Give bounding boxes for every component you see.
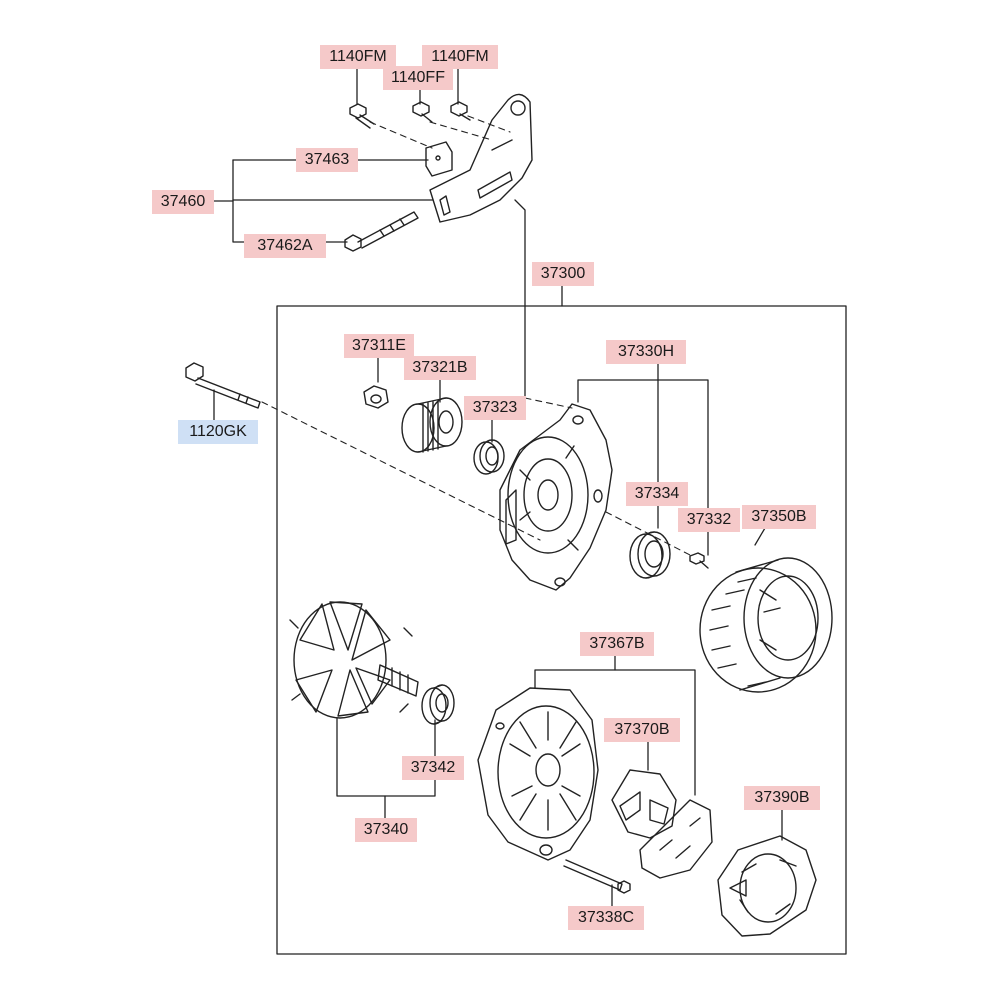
bolt-1140fm-right-part	[450, 101, 471, 121]
label-37390b[interactable]: 37390B	[744, 786, 820, 810]
bearing-37342-part	[421, 684, 455, 725]
mounting-bracket-part	[425, 93, 533, 223]
pulley-37321b-part	[401, 397, 463, 453]
label-1120gk[interactable]: 1120GK	[178, 420, 258, 444]
bolt-1140ff-part	[412, 101, 433, 123]
label-1140fm-left[interactable]: 1140FM	[320, 45, 396, 69]
label-37462a[interactable]: 37462A	[244, 234, 326, 258]
alignment-dashes	[261, 115, 693, 557]
label-1140ff[interactable]: 1140FF	[383, 66, 453, 90]
bearing-37334-part	[629, 531, 671, 579]
label-37342[interactable]: 37342	[402, 756, 464, 780]
label-37350b[interactable]: 37350B	[742, 505, 816, 529]
leader-lines	[212, 66, 847, 955]
label-37332[interactable]: 37332	[678, 508, 740, 532]
label-1140fm-right[interactable]: 1140FM	[422, 45, 498, 69]
label-37323[interactable]: 37323	[464, 396, 526, 420]
label-37330h[interactable]: 37330H	[606, 340, 686, 364]
label-37300[interactable]: 37300	[532, 262, 594, 286]
label-37370b[interactable]: 37370B	[604, 718, 680, 742]
label-37321b[interactable]: 37321B	[404, 356, 476, 380]
bolt-37462a-part	[344, 211, 419, 252]
front-bracket-37330h-part	[499, 403, 613, 591]
label-37367b[interactable]: 37367B	[580, 632, 654, 656]
label-37338c[interactable]: 37338C	[568, 906, 644, 930]
label-37460[interactable]: 37460	[152, 190, 214, 214]
label-37311e[interactable]: 37311E	[344, 334, 414, 358]
regulator-37370b-part	[611, 769, 713, 879]
rotor-37340-part	[289, 601, 419, 719]
screw-37332-part	[689, 552, 709, 569]
label-37463[interactable]: 37463	[296, 148, 358, 172]
stator-37350b-part	[699, 557, 833, 693]
bolt-1120gk-part	[185, 362, 261, 409]
label-37334[interactable]: 37334	[626, 482, 688, 506]
label-37340[interactable]: 37340	[355, 818, 417, 842]
nut-37311e-part	[363, 385, 389, 409]
rear-bracket-37367b-part	[477, 687, 599, 861]
rectifier-37390b-part	[717, 835, 817, 937]
bolt-1140fm-left-part	[349, 103, 375, 129]
spacer-37323-part	[473, 439, 505, 475]
bolt-37338c-part	[563, 859, 631, 894]
